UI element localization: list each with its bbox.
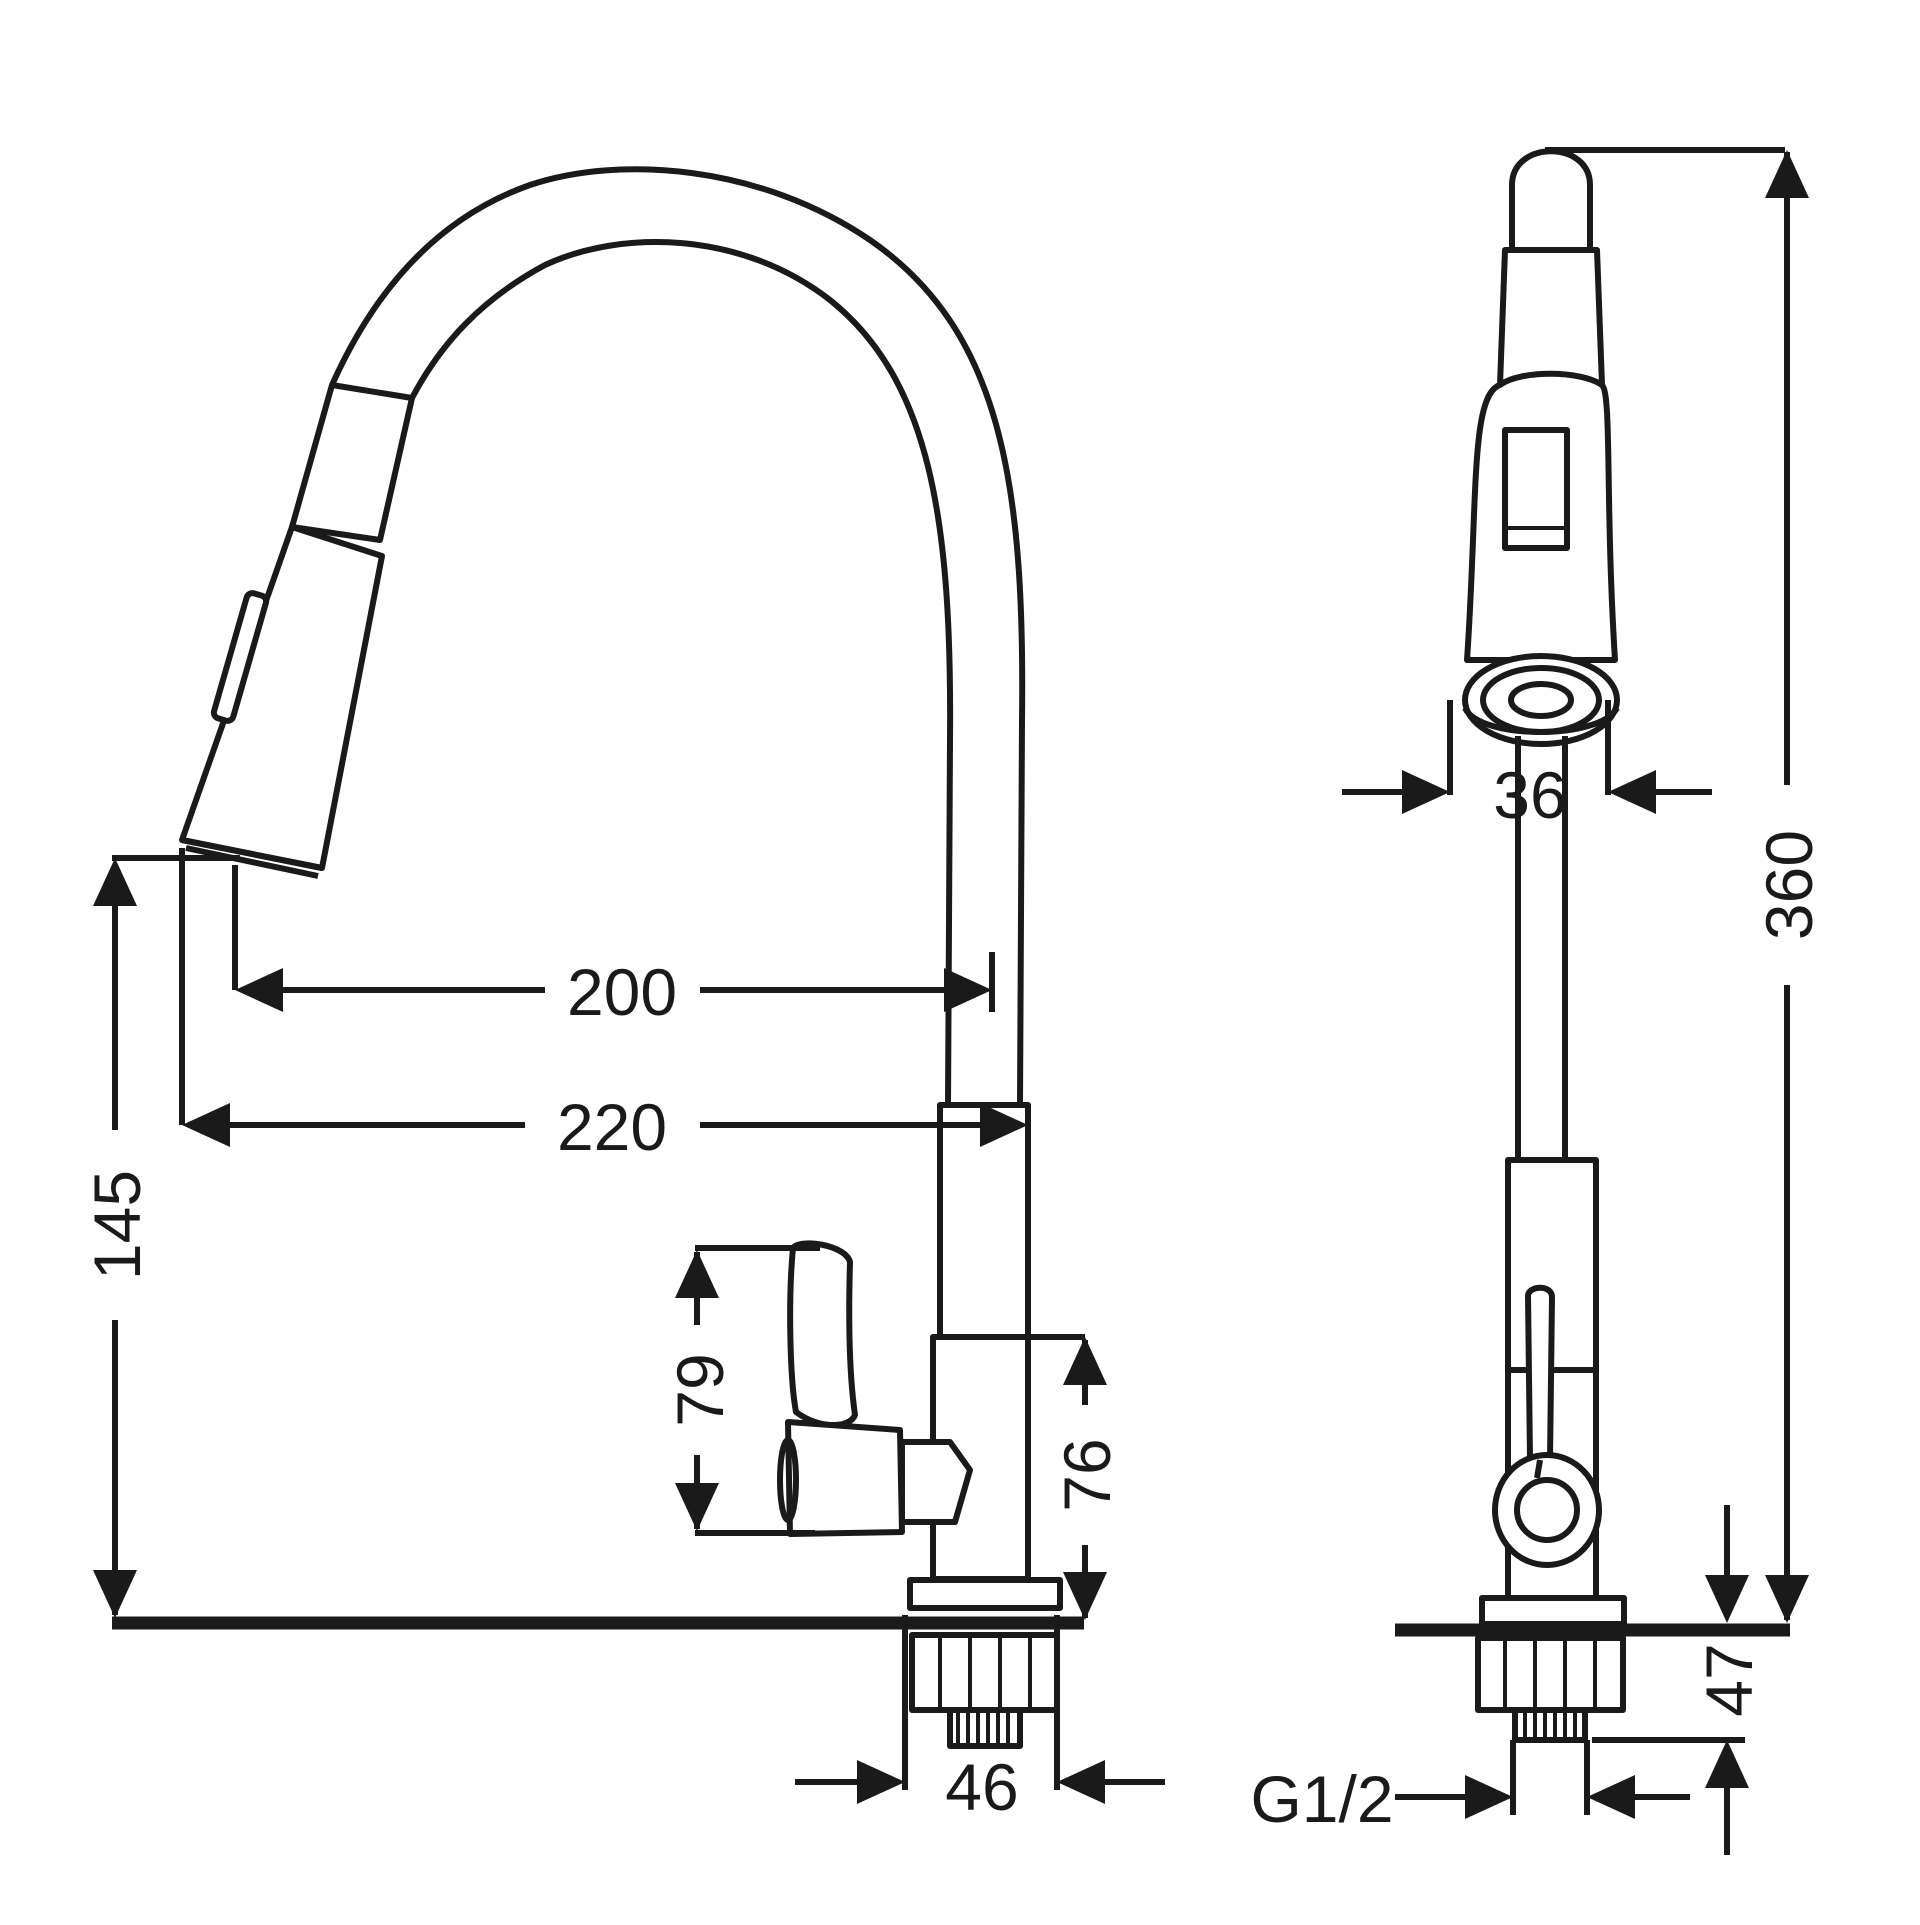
handle-screw: [777, 1437, 799, 1523]
front-nut-ribs: [1503, 1638, 1597, 1710]
nut-ribs: [938, 1635, 1032, 1710]
front-handle-hub-inner: [1514, 1477, 1580, 1543]
dimension-200-label: 200: [567, 955, 677, 1029]
dimension-145-label: 145: [80, 1170, 154, 1280]
handle-lever: [787, 1240, 858, 1429]
dimension-79-label: 79: [663, 1353, 737, 1426]
dimension-36: 36: [1342, 700, 1712, 832]
front-view: 36 360 47 G1/2: [1250, 147, 1826, 1855]
front-hose-collar: [1497, 247, 1605, 388]
sprayer-button: [210, 590, 270, 724]
dimension-g-half-label: G1/2: [1250, 1762, 1393, 1836]
dimension-360-label: 360: [1752, 830, 1826, 940]
front-spout-cap: [1509, 148, 1593, 253]
dimension-g-half: G1/2: [1250, 1740, 1690, 1836]
base-flange: [907, 1577, 1063, 1611]
dimension-46-label: 46: [945, 1750, 1018, 1824]
front-base-flange: [1479, 1595, 1627, 1627]
front-handle-stem: [1534, 1459, 1543, 1479]
shank-threads: [956, 1710, 1010, 1746]
dimension-145: 145: [80, 855, 240, 1618]
dimension-79: 79: [663, 1245, 820, 1536]
handle-connector: [899, 1439, 973, 1525]
front-shank-threads: [1523, 1710, 1577, 1740]
side-view: 200 220 145 79: [80, 166, 1165, 1824]
dimension-76: 76: [1030, 1334, 1124, 1620]
dimension-220-label: 220: [557, 1090, 667, 1164]
dimension-46: 46: [795, 1615, 1165, 1824]
dimension-200: 200: [232, 865, 995, 1029]
nozzle-face: [181, 837, 323, 879]
front-handle-hub-outer: [1492, 1452, 1602, 1568]
dimension-220: 220: [179, 848, 1028, 1164]
spout-inner-curve: [409, 239, 954, 1106]
front-under-deck-nut: [1475, 1635, 1626, 1713]
handle-hub: [785, 1419, 905, 1537]
under-deck-nut: [909, 1632, 1060, 1713]
front-sprayer-button: [1502, 427, 1570, 551]
sprayer-head: [179, 524, 385, 871]
aerator-center: [1508, 681, 1574, 719]
dimension-360: 360: [1545, 147, 1826, 1623]
hose-collar: [289, 382, 415, 543]
dimension-47: 47: [1592, 1505, 1766, 1855]
spout-outer-curve: [329, 166, 1026, 1106]
dimension-47-label: 47: [1692, 1643, 1766, 1716]
dimension-36-label: 36: [1493, 758, 1566, 832]
front-handle-lever: [1525, 1284, 1555, 1463]
dimension-76-label: 76: [1050, 1438, 1124, 1511]
